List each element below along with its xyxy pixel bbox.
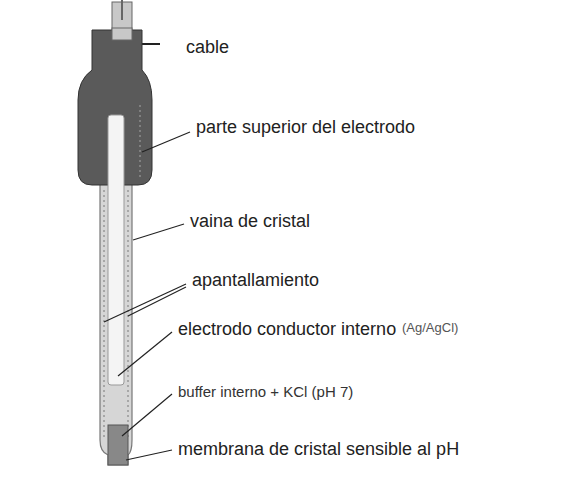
- leader-line: [133, 224, 184, 240]
- leader-line: [118, 332, 172, 376]
- internal-conductor: [108, 115, 124, 385]
- cable-sleeve: [112, 28, 132, 40]
- part-label: cable: [186, 38, 229, 58]
- part-label: electrodo conductor interno: [178, 320, 396, 340]
- part-label: vaina de cristal: [190, 212, 310, 232]
- part-label: (Ag/AgCl): [402, 321, 458, 335]
- leader-line: [128, 287, 186, 316]
- part-label: parte superior del electrodo: [196, 118, 415, 138]
- leader-line: [122, 394, 172, 436]
- shielding: [103, 190, 104, 440]
- ph-membrane: [108, 425, 128, 465]
- shielding: [127, 190, 128, 440]
- cable-core: [121, 0, 123, 20]
- leader-line: [142, 132, 190, 152]
- leader-lines: [104, 132, 190, 460]
- leader-line: [104, 284, 186, 322]
- shielding: [139, 105, 140, 180]
- part-label: apantallamiento: [192, 271, 319, 291]
- leader-line: [126, 450, 172, 460]
- part-label: buffer interno + KCl (pH 7): [178, 384, 353, 401]
- part-label: membrana de cristal sensible al pH: [178, 440, 459, 460]
